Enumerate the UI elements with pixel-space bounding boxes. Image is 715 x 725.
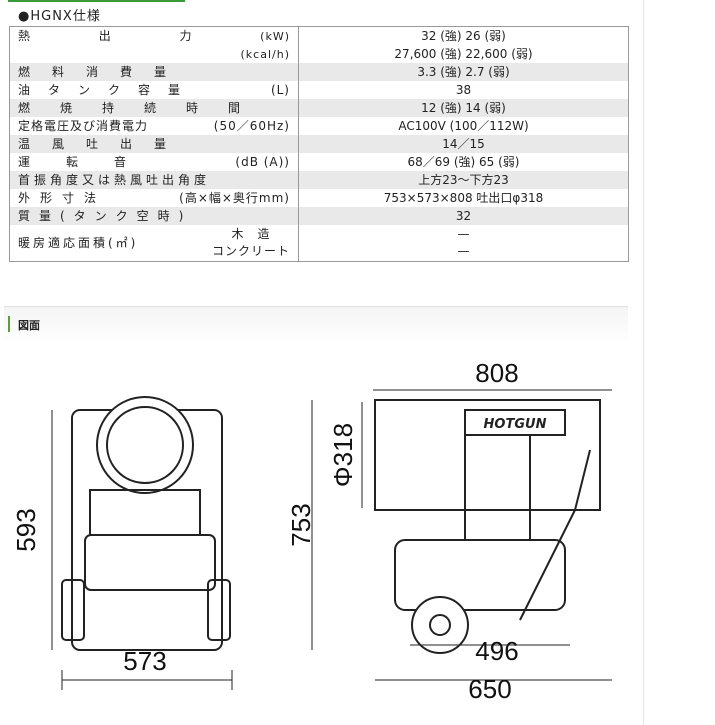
- spec-value: 14／15: [298, 135, 629, 153]
- spec-unit: (kcal/h): [9, 45, 299, 63]
- spec-table: 熱出力(kW) 32 (強) 26 (弱) (kcal/h) 27,600 (強) …: [9, 26, 629, 262]
- front-view: [61, 396, 231, 651]
- side-view: [374, 399, 601, 654]
- spec-value: AC100V (100／112W): [398, 118, 529, 133]
- spec-label: 首振角度又は熱風吐出角度: [9, 171, 299, 189]
- dim-height-front: 593: [11, 508, 41, 551]
- spec-label: 燃料消費量: [9, 63, 299, 81]
- spec-value: 上方23～下方23: [298, 171, 629, 189]
- spec-label: 油タンク容量(L): [9, 81, 299, 99]
- dim-wheelbase: 496: [475, 636, 518, 666]
- dimension-drawing: 573 593 808 753 Φ318 496 650 HOTGUN: [11, 358, 612, 704]
- spec-label: 定格電圧及び消費電力(50／60Hz): [9, 117, 299, 135]
- brand-logo: HOTGUN: [484, 417, 547, 432]
- section-title: 図面: [18, 319, 40, 332]
- spec-label: 熱出力(kW): [9, 26, 299, 45]
- dim-height-side: 753: [286, 503, 316, 546]
- spec-label: 質量(タンク空時): [9, 207, 299, 225]
- spec-title: ●HGNX仕様: [18, 9, 101, 24]
- dim-length: 808: [475, 358, 518, 388]
- spec-value: 68／69 (強) 65 (弱): [407, 154, 520, 169]
- top-accent-bar: [8, 0, 185, 2]
- dim-width: 573: [123, 646, 166, 676]
- spec-label: 運 転 音(dB (A)): [9, 153, 299, 171]
- dim-depth: 650: [468, 674, 511, 704]
- spec-value: 32: [298, 207, 629, 225]
- dim-outlet: Φ318: [328, 423, 358, 487]
- spec-value: 753×573×808 吐出口φ318: [383, 190, 544, 205]
- spec-label: 温風吐出量: [9, 135, 299, 153]
- area-values: ——: [457, 227, 470, 258]
- spec-value: 27,600 (強) 22,600 (弱): [394, 46, 533, 61]
- section-header: 図面: [4, 306, 628, 343]
- spec-value: 32 (強) 26 (弱): [421, 28, 506, 43]
- spec-label: 燃焼持続時間: [9, 99, 299, 117]
- area-label: 暖房適応面積(㎡)木 造コンクリート: [9, 225, 299, 262]
- column-divider: [643, 0, 644, 725]
- spec-label: 外形寸法(高×幅×奥行mm): [9, 189, 299, 207]
- spec-value: 38: [455, 82, 472, 97]
- spec-value: 12 (強) 14 (弱): [298, 99, 629, 117]
- spec-value: 3.3 (強) 2.7 (弱): [298, 63, 629, 81]
